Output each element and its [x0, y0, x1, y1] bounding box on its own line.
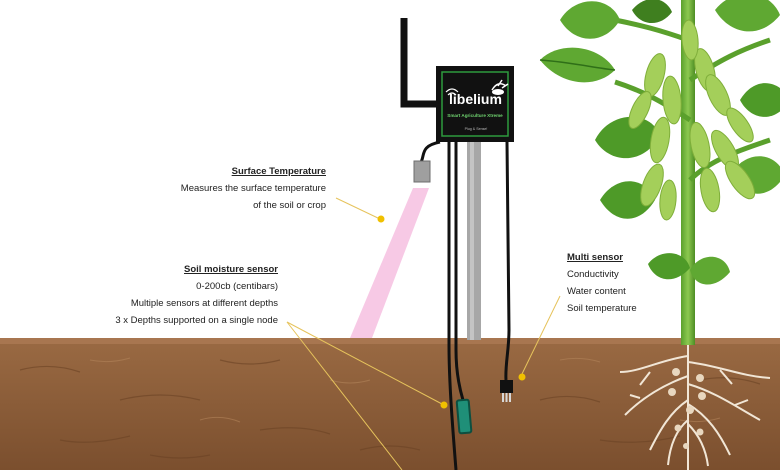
- multi-sensor-line-1: Conductivity: [567, 269, 619, 280]
- surface-sensor-beam: [350, 188, 429, 338]
- callout-leaders: [286, 197, 561, 470]
- libelium-bee-icon: [491, 79, 509, 95]
- multi-sensor-callout: Multi sensor Conductivity Water content …: [567, 249, 637, 317]
- soil-callout-dot: [440, 401, 448, 409]
- plant-leaves: [539, 0, 780, 285]
- device-badge: Plug & Sense!: [465, 127, 488, 131]
- multi-callout-dot: [518, 373, 526, 381]
- libelium-device: libelium Smart Agriculture Xtreme Plug &…: [436, 66, 514, 142]
- soil-moisture-title: Soil moisture sensor: [184, 264, 278, 275]
- surface-temperature-title: Surface Temperature: [231, 166, 326, 177]
- device-brand: libelium: [449, 91, 502, 107]
- antenna: [400, 18, 440, 108]
- soybean-plant: [539, 0, 780, 470]
- root-nodules: [668, 368, 706, 449]
- surface-temperature-callout: Surface Temperature Measures the surface…: [181, 163, 326, 214]
- soil-moisture-line-3: 3 x Depths supported on a single node: [115, 315, 278, 326]
- surface-temperature-line-1: Measures the surface temperature: [180, 183, 326, 194]
- wifi-icon: [445, 88, 459, 96]
- multi-sensor-title: Multi sensor: [567, 252, 623, 263]
- soil-moisture-callout: Soil moisture sensor 0-200cb (centibars)…: [115, 261, 278, 329]
- multi-sensor-line-3: Soil temperature: [567, 303, 637, 314]
- device-subtitle: Smart Agriculture Xtreme: [447, 113, 503, 118]
- multi-sensor-probe: [500, 380, 513, 402]
- multi-sensor-line-2: Water content: [567, 286, 626, 297]
- surface-callout-dot: [377, 215, 385, 223]
- plant-roots: [619, 340, 771, 470]
- soil-ground: [0, 338, 780, 470]
- soil-moisture-line-1: 0-200cb (centibars): [196, 281, 278, 292]
- sensor-cables: [419, 140, 511, 470]
- bean-pods: [628, 19, 756, 221]
- soil-moisture-line-2: Multiple sensors at different depths: [130, 298, 278, 309]
- surface-temperature-sensor: [413, 160, 431, 183]
- surface-temperature-line-2: of the soil or crop: [253, 200, 326, 211]
- soil-moisture-probe: [455, 398, 473, 435]
